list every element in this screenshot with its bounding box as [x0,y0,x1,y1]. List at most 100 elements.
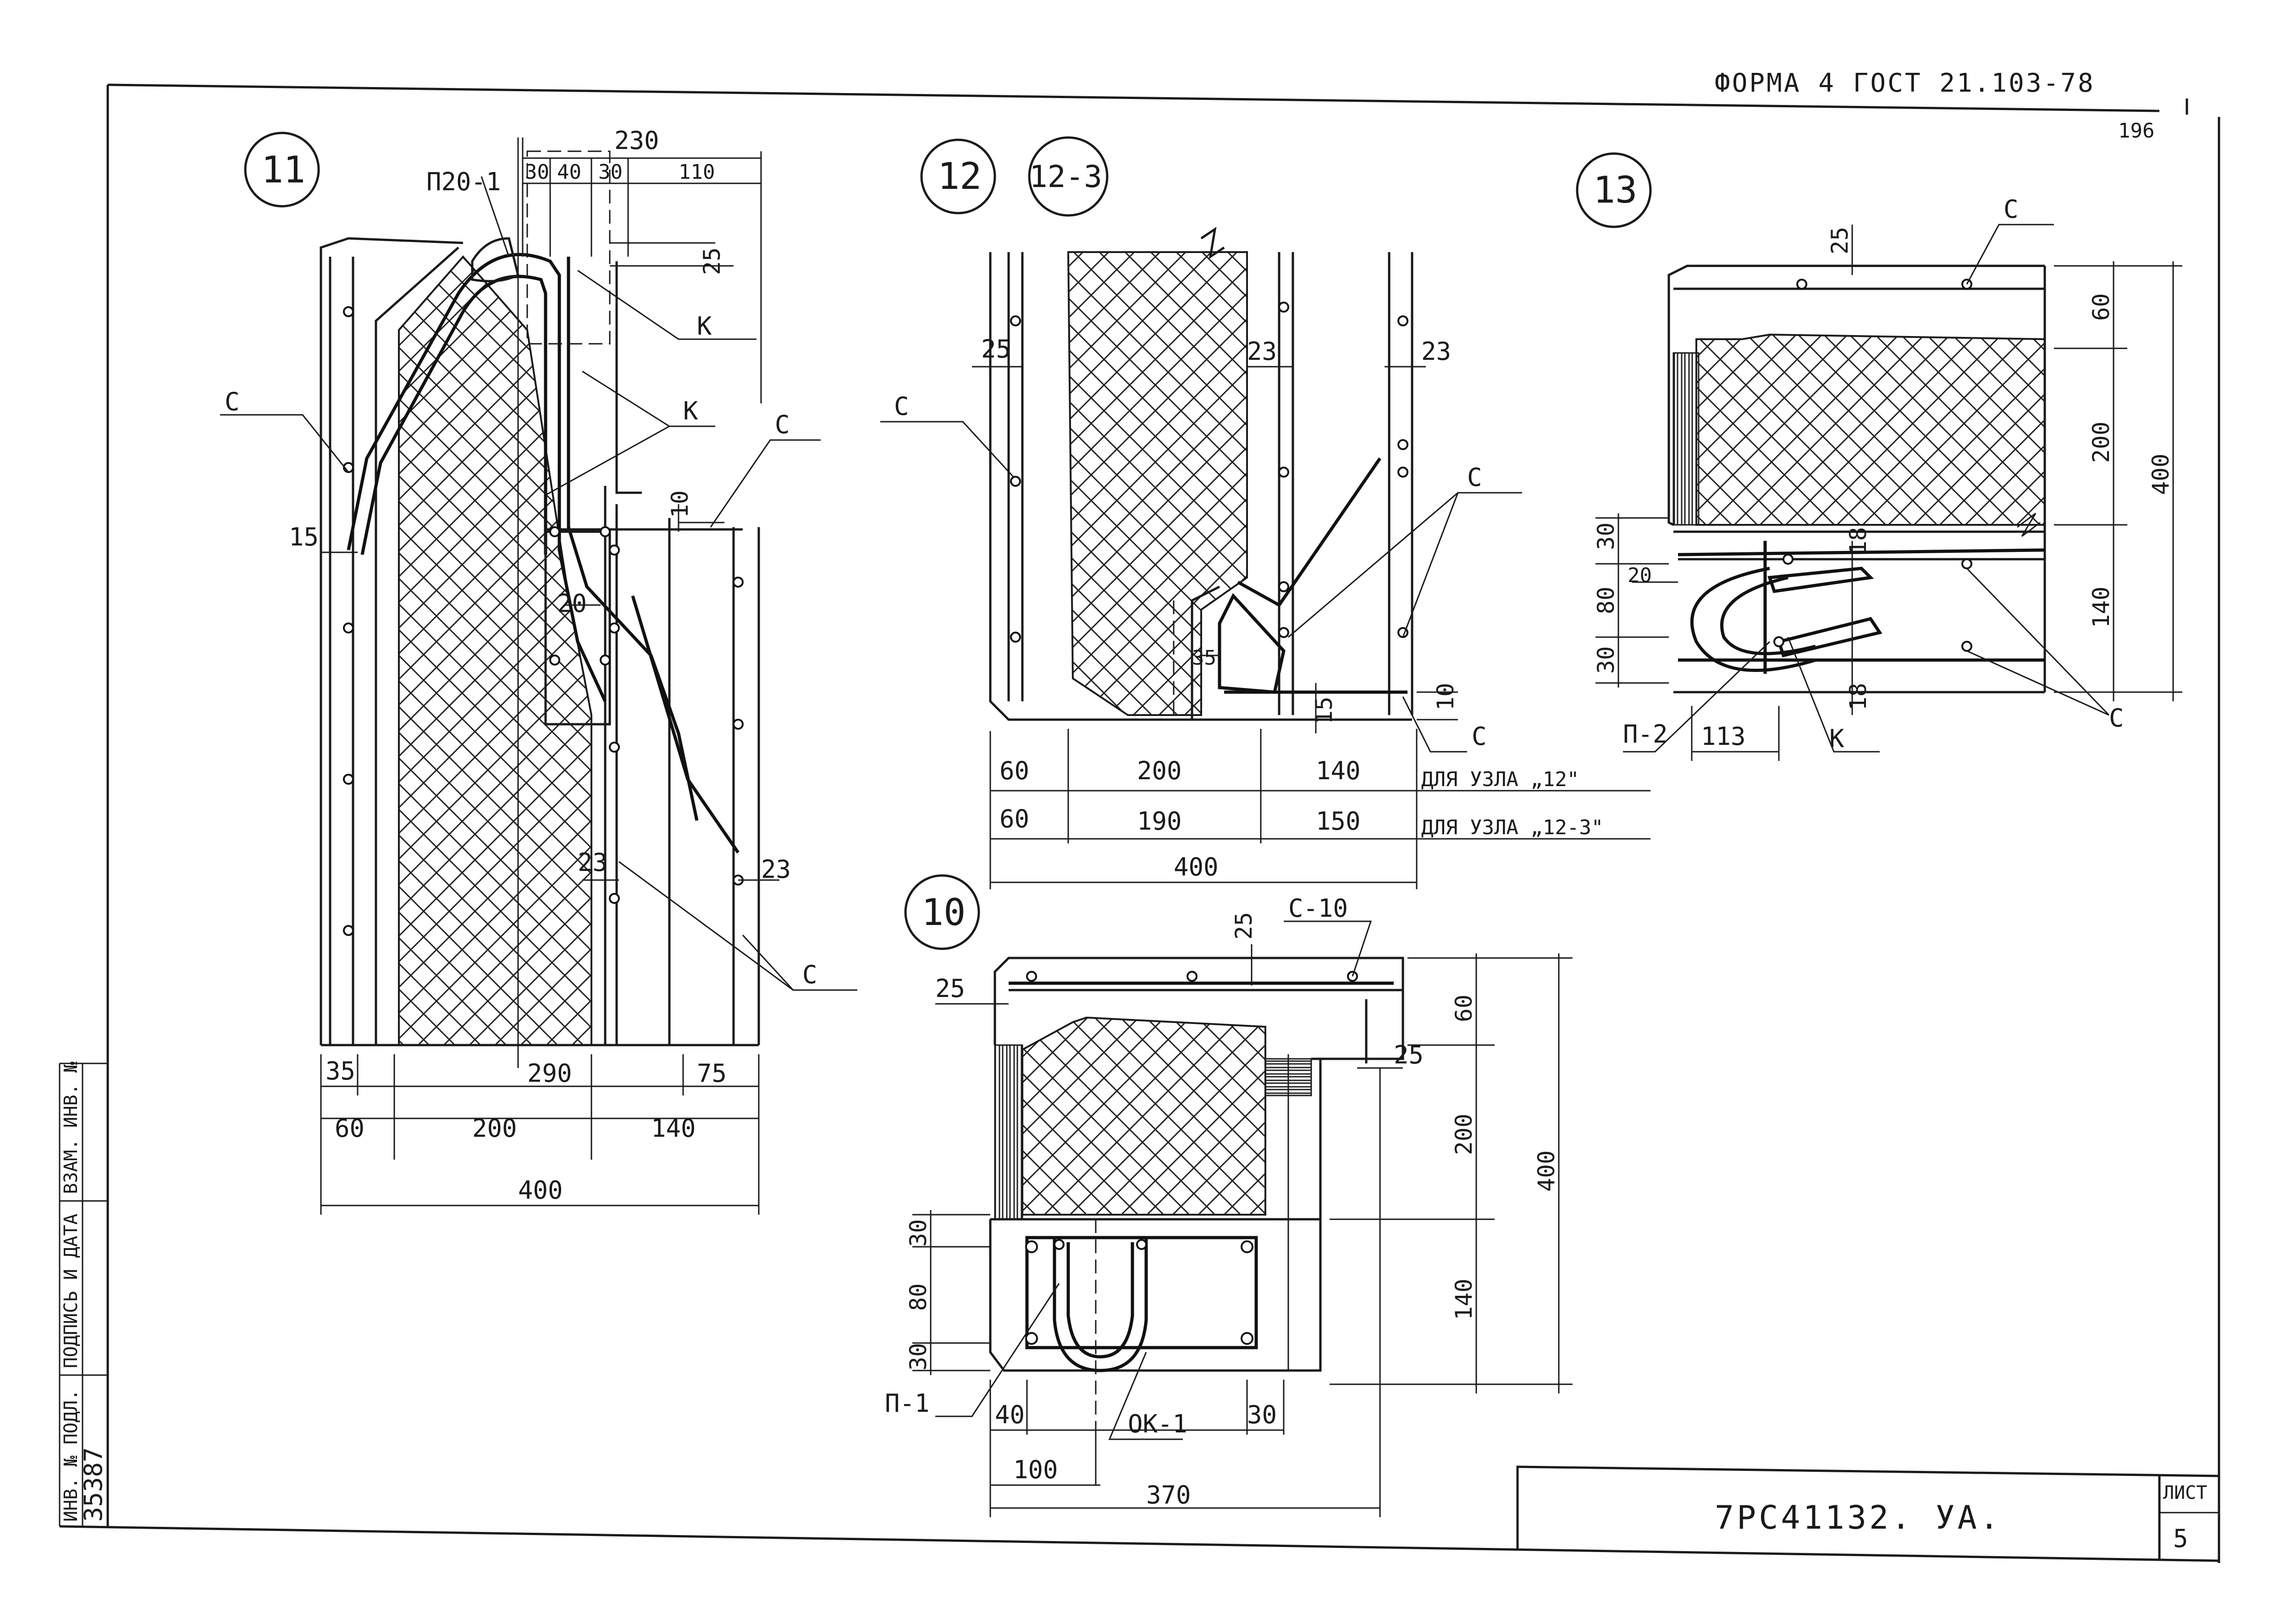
dim-11-b75: 75 [697,1059,727,1088]
dim-11-h23-mid: 23 [578,848,607,877]
dim-12-row1-b: 200 [1137,756,1182,785]
dim-10-b30: 30 [1247,1400,1277,1429]
dim-13-l30b: 30 [1593,646,1619,674]
dim-11-b35: 35 [326,1057,355,1085]
dim-11-v10: 10 [667,490,693,518]
dim-12-row1-c: 140 [1316,756,1361,785]
label-pi2-13: П-2 [1623,720,1668,749]
dim-13-h18b: 18 [1845,683,1871,710]
inv-value: 35387 [79,1447,108,1522]
dim-13-r200: 200 [2088,422,2114,463]
sheet-number: 5 [2173,1524,2188,1553]
node-number-12-3: 12-3 [1029,159,1102,194]
label-c-right-top-11: С [775,410,790,439]
dim-11-top-d: 110 [679,160,715,184]
dim-11-b140: 140 [651,1114,696,1143]
signature-date-label: ПОДПИСЬ И ДАТА [61,1214,82,1368]
dim-13-l30a: 30 [1593,523,1619,550]
detail-13: 13 [1576,152,2182,761]
dim-12-h23a: 23 [1247,337,1277,366]
dim-10-h25b: 25 [1231,912,1257,940]
document-code: 7РС41132. УА. [1715,1499,2002,1536]
node-marker-10 [904,874,980,950]
dim-10-h25c: 25 [1394,1040,1424,1069]
dim-11-h20: 20 [557,589,587,618]
dim-10-r140: 140 [1451,1279,1477,1320]
dim-10-b100: 100 [1013,1455,1058,1484]
dim-11-b200: 200 [472,1114,517,1143]
dim-11-b60: 60 [335,1114,364,1143]
dim-11-h23-right: 23 [761,855,791,884]
label-c-top-13: С [2004,195,2019,224]
dim-13-r400: 400 [2147,454,2174,495]
dim-10-l30b: 30 [905,1343,932,1371]
dim-13-h20: 20 [1628,564,1652,587]
label-c-right-13: С [2109,704,2124,732]
dim-10-b40: 40 [995,1400,1025,1429]
label-k-top-11: К [697,312,712,341]
detail-11: 11 [220,126,857,1215]
dim-12-h25: 25 [981,335,1011,363]
dim-12-h23b: 23 [1421,337,1451,366]
dim-12-row1-a: 60 [999,756,1029,785]
dim-11-top-a: 30 [525,160,549,184]
dim-10-l30a: 30 [905,1219,932,1247]
node-marker-12-3 [1028,136,1109,217]
replace-inv-label: ВЗАМ. ИНВ. № [61,1062,82,1194]
label-c10: С-10 [1288,894,1348,923]
dim-11-h15: 15 [289,523,319,551]
dim-11-v25: 25 [699,248,725,275]
dim-13-b113: 113 [1701,722,1746,751]
dim-12-v15: 15 [1311,697,1337,724]
insulation-10 [1021,1016,1266,1216]
dim-11-b290: 290 [527,1059,572,1088]
node-number-13: 13 [1593,169,1637,211]
node-number-10: 10 [922,891,966,934]
dim-10-h25a: 25 [935,974,965,1003]
dim-12-row1-note: ДЛЯ УЗЛА „12" [1421,768,1579,791]
dim-12-row2-note: ДЛЯ УЗЛА „12-3" [1421,816,1603,839]
dim-12-v10: 10 [1432,683,1459,710]
label-c-right-12: С [1467,463,1482,492]
dim-12-total: 400 [1174,853,1219,881]
form-standard-label: ФОРМА 4 ГОСТ 21.103-78 [1715,68,2095,98]
label-p20-1: П20-1 [426,167,501,196]
node-number-11: 11 [261,149,305,191]
dim-13-v25: 25 [1827,227,1853,254]
dim-10-r200: 200 [1451,1114,1477,1155]
dim-11-top-b: 40 [557,160,581,184]
inv-orig-label: ИНВ. № ПОДЛ. [61,1389,82,1522]
sheet-corner-number: 196 [2118,119,2154,143]
dim-10-l80: 80 [905,1283,932,1311]
dim-12-row2-c: 150 [1316,807,1361,836]
dim-13-r140: 140 [2088,587,2114,628]
label-c-bottom-12: С [1472,722,1487,751]
dim-12-row2-b: 190 [1137,807,1182,836]
node-marker-13 [1576,152,1652,228]
dim-12-v35: 35 [1192,646,1216,670]
dim-10-r400: 400 [1533,1151,1560,1192]
title-block [1516,1465,2219,1559]
dim-13-h18a: 18 [1845,527,1871,555]
insulation-13 [1695,333,2046,526]
dim-13-l80: 80 [1593,587,1619,614]
node-number-12: 12 [938,155,982,198]
sheet-frame [59,83,2220,1563]
sheet-label: ЛИСТ [2163,1482,2207,1503]
dim-10-b370: 370 [1146,1481,1191,1509]
node-marker-11 [244,132,320,208]
dim-12-row2-a: 60 [999,804,1029,833]
node-marker-12 [920,138,996,215]
side-stamp: ИНВ. № ПОДЛ. ПОДПИСЬ И ДАТА ВЗАМ. ИНВ. №… [61,1062,108,1522]
label-ok1: ОК-1 [1128,1409,1187,1438]
label-k-mid-11: К [683,396,698,425]
detail-12: 12 12-3 [880,136,1650,889]
detail-10: 10 [885,874,1573,1517]
label-c-left-11: С [225,387,240,416]
dim-11-top-total: 230 [614,126,659,155]
label-c-right-bottom-11: С [802,960,817,989]
label-k-13: К [1829,724,1844,753]
dim-11-b400: 400 [518,1176,563,1205]
dim-10-r60: 60 [1451,995,1477,1022]
